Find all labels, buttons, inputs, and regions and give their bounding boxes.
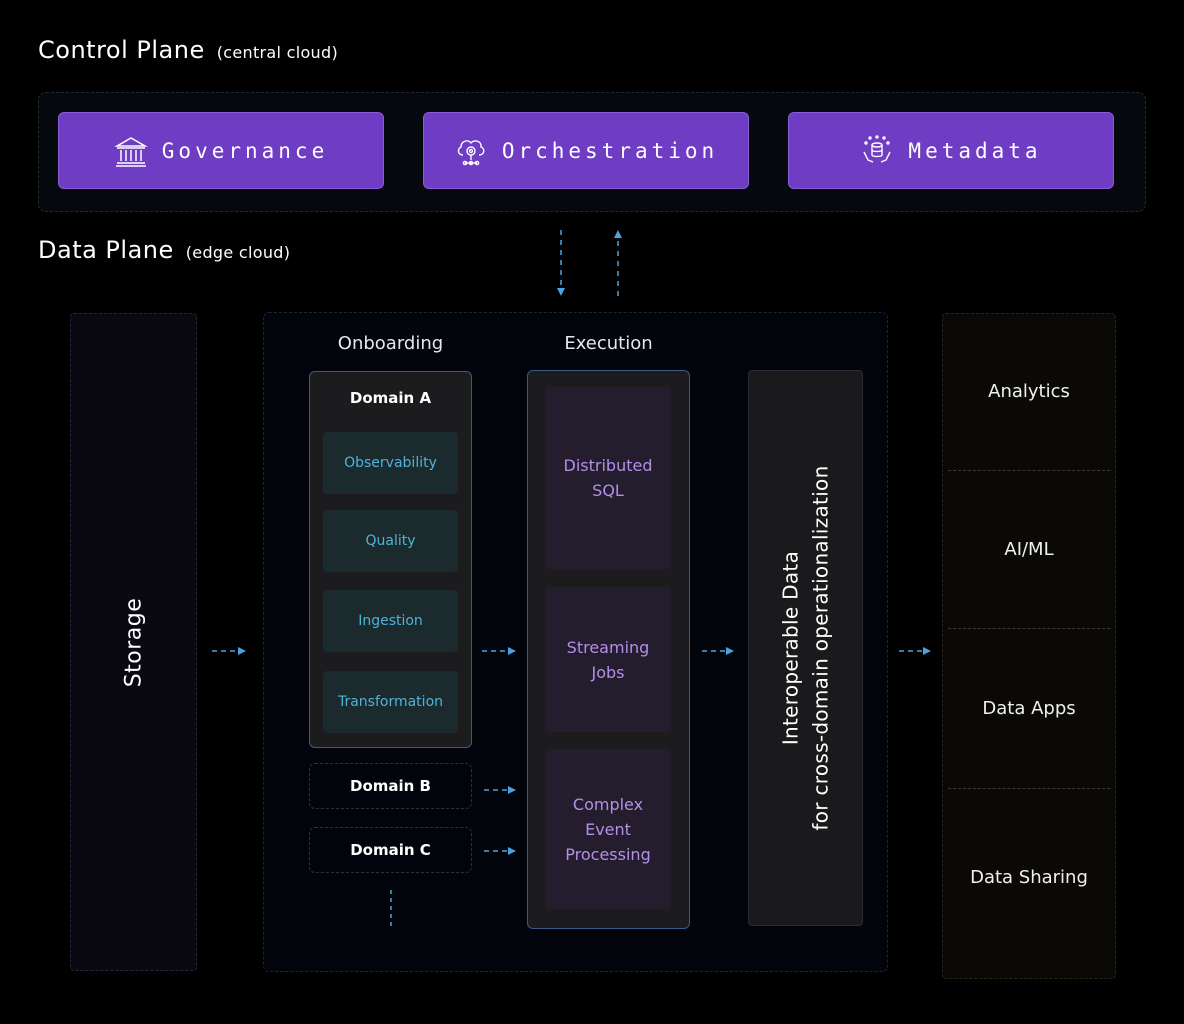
cep-line1: Complex	[572, 794, 644, 814]
data-plane-heading: Data Plane (edge cloud)	[38, 236, 290, 264]
output-divider	[948, 628, 1110, 629]
orchestration-label: Orchestration	[501, 138, 719, 163]
streaming-jobs-line2: Jobs	[591, 662, 625, 682]
control-plane-title: Control Plane	[38, 36, 205, 64]
interoperable-data-block: Interoperable Data for cross-domain oper…	[748, 370, 863, 926]
ingestion-item[interactable]: Ingestion	[323, 590, 458, 652]
output-divider	[948, 788, 1110, 789]
interop-line1: Interoperable Data	[778, 550, 803, 746]
domain-a-title: Domain A	[349, 389, 432, 407]
bank-icon	[113, 136, 148, 167]
domain-a-arrow	[482, 647, 516, 655]
cep-line3: Processing	[565, 844, 651, 864]
analytics-item[interactable]: Analytics	[988, 381, 1070, 402]
data-plane-subtitle: (edge cloud)	[185, 243, 291, 262]
plane-exchange-arrows	[557, 230, 622, 296]
control-plane-subtitle: (central cloud)	[216, 43, 338, 62]
governance-label: Governance	[161, 138, 329, 163]
storage-label: Storage	[120, 597, 146, 687]
distributed-sql-line1: Distributed	[563, 456, 653, 475]
storage-block: Storage	[70, 313, 197, 971]
database-hands-icon	[863, 134, 892, 163]
cloud-gear-icon	[457, 139, 485, 165]
governance-button[interactable]: Governance	[58, 112, 384, 189]
domain-c-item[interactable]: Domain C	[309, 827, 472, 873]
data-plane-title: Data Plane	[38, 236, 174, 264]
output-divider	[948, 470, 1110, 471]
domain-b-arrow	[484, 786, 516, 794]
ai-ml-item[interactable]: AI/ML	[1004, 538, 1054, 560]
interop-line2: for cross-domain operationalization	[808, 465, 833, 831]
transformation-item[interactable]: Transformation	[323, 671, 458, 733]
quality-item[interactable]: Quality	[323, 510, 458, 572]
metadata-button[interactable]: Metadata	[788, 112, 1114, 189]
data-sharing-item[interactable]: Data Sharing	[970, 866, 1088, 888]
outputs-panel	[942, 313, 1116, 979]
observability-item[interactable]: Observability	[323, 432, 458, 494]
execution-title: Execution	[564, 333, 653, 354]
more-domains-indicator	[390, 890, 392, 928]
control-plane-heading: Control Plane (central cloud)	[38, 36, 338, 64]
execution-arrow	[702, 647, 734, 655]
metadata-label: Metadata	[908, 138, 1042, 163]
output-arrow	[899, 647, 931, 655]
data-apps-item[interactable]: Data Apps	[982, 697, 1076, 719]
distributed-sql-line2: SQL	[592, 481, 624, 500]
streaming-jobs-line1: Streaming	[566, 637, 650, 657]
domain-b-item[interactable]: Domain B	[309, 763, 472, 809]
domain-c-arrow	[484, 847, 516, 855]
storage-arrow	[212, 647, 246, 655]
cep-line2: Event	[585, 819, 631, 839]
orchestration-button[interactable]: Orchestration	[423, 112, 749, 189]
onboarding-title: Onboarding	[337, 333, 444, 354]
